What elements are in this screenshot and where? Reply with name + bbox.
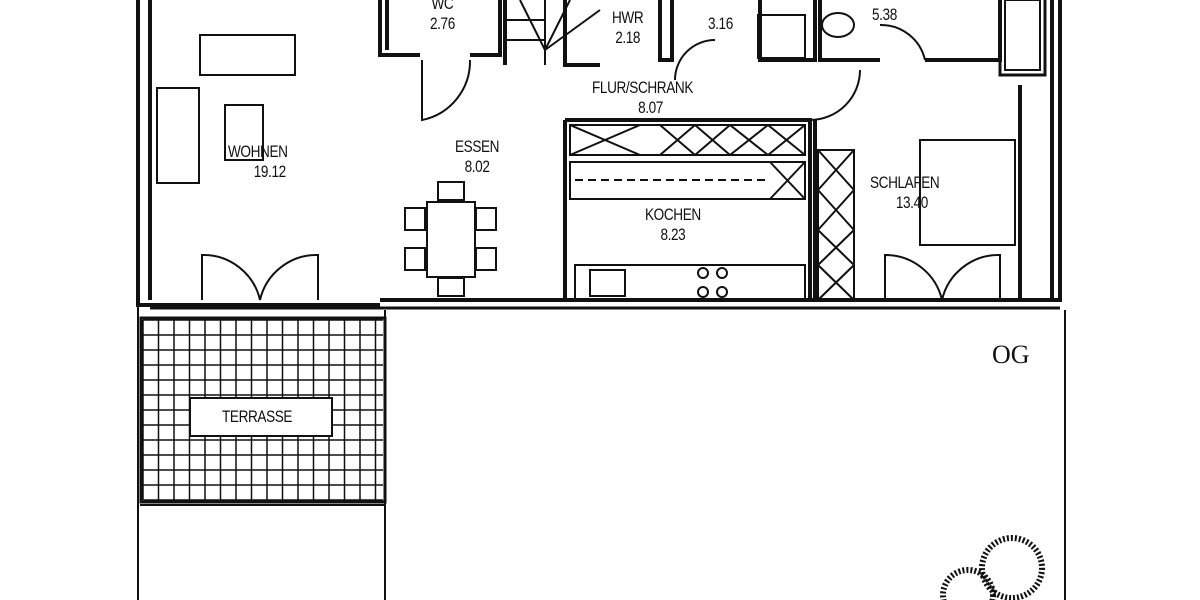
dining-table <box>426 201 476 278</box>
room-label-bath: 5.38 <box>872 5 897 24</box>
tree <box>979 535 1045 600</box>
coffee-table <box>224 104 264 161</box>
tub <box>1004 0 1041 71</box>
bath-tub <box>998 0 1047 77</box>
terrace-door <box>201 253 319 301</box>
room-label-terrasse: TERRASSE <box>222 407 293 426</box>
tree <box>940 567 996 600</box>
toilet <box>821 12 855 38</box>
sink <box>589 269 626 297</box>
terrace-label-box <box>189 397 333 437</box>
door-hall <box>809 69 861 121</box>
door-shower <box>674 39 716 81</box>
wc-wall <box>378 0 502 57</box>
bed <box>919 139 1016 246</box>
room-label-shower: 3.16 <box>708 14 733 33</box>
hall-wall <box>813 85 1022 300</box>
sofa <box>199 34 296 76</box>
armchair <box>156 87 200 184</box>
stair-wall <box>503 0 674 67</box>
upper-cabinets <box>569 124 806 156</box>
terrace-outline <box>139 316 387 504</box>
shower-tray <box>757 14 806 59</box>
door-bath <box>879 23 926 61</box>
counter <box>569 161 806 200</box>
floor-label: OG <box>992 340 1030 369</box>
door-wc <box>421 59 472 122</box>
stairs <box>505 0 601 65</box>
stove-counter <box>574 264 806 301</box>
wardrobe <box>817 149 855 301</box>
bedroom-door <box>884 253 1001 301</box>
